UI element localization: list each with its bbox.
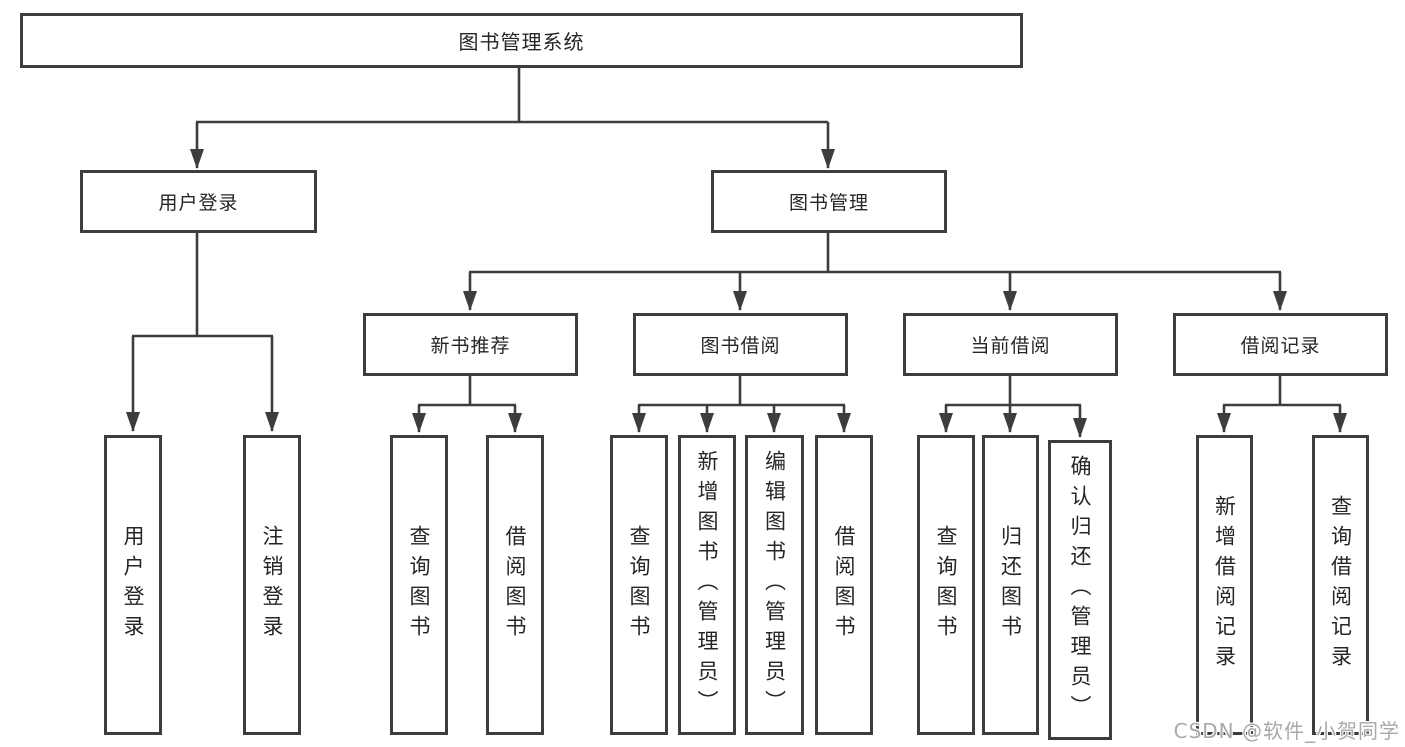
node-borrowing-records: 借阅记录 — [1173, 313, 1388, 376]
node-book-management: 图书管理 — [711, 170, 947, 233]
leaf-logout: 注销登录 — [243, 435, 301, 735]
node-user-login: 用户登录 — [80, 170, 317, 233]
csdn-watermark: CSDN @软件_小贺同学 — [1173, 719, 1400, 743]
leaf-edit-book-admin: 编辑图书（管理员） — [745, 435, 804, 735]
leaf-add-borrow-record: 新增借阅记录 — [1196, 435, 1253, 735]
leaf-return-books: 归还图书 — [982, 435, 1039, 735]
leaf-borrow-books-borrowing: 借阅图书 — [815, 435, 873, 735]
leaf-borrow-books-recommend: 借阅图书 — [486, 435, 544, 735]
node-new-book-recommend: 新书推荐 — [363, 313, 578, 376]
leaf-query-books-recommend: 查询图书 — [390, 435, 448, 735]
leaf-query-books-borrowing: 查询图书 — [610, 435, 668, 735]
node-book-borrowing: 图书借阅 — [633, 313, 848, 376]
leaf-query-books-current: 查询图书 — [917, 435, 975, 735]
leaf-query-borrow-record: 查询借阅记录 — [1312, 435, 1369, 735]
leaf-confirm-return-admin: 确认归还（管理员） — [1048, 440, 1112, 740]
leaf-user-login: 用户登录 — [104, 435, 162, 735]
leaf-add-book-admin: 新增图书（管理员） — [678, 435, 736, 735]
node-root: 图书管理系统 — [20, 13, 1023, 68]
node-current-borrowing: 当前借阅 — [903, 313, 1118, 376]
